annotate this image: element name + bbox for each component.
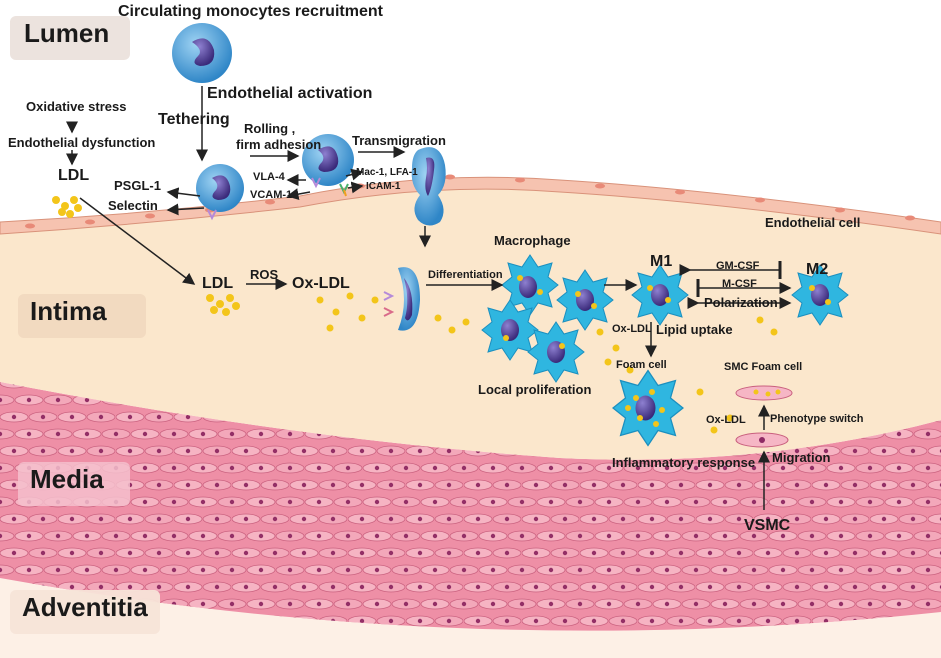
label-transmigration: Transmigration bbox=[352, 133, 446, 148]
region-label-media: Media bbox=[30, 464, 104, 494]
smc-foam-cell bbox=[735, 385, 793, 401]
label-foam-cell: Foam cell bbox=[616, 359, 667, 371]
endothelium bbox=[0, 176, 941, 235]
label-firm-adhesion: firm adhesion bbox=[236, 137, 322, 152]
lipid-droplets bbox=[52, 196, 831, 434]
label-endothelial-dysfunction: Endothelial dysfunction bbox=[8, 135, 156, 150]
label-m-csf: M-CSF bbox=[722, 278, 757, 290]
label-endothelial-cell: Endothelial cell bbox=[765, 215, 861, 230]
label-migration: Migration bbox=[772, 450, 831, 465]
label-m1: M1 bbox=[650, 253, 673, 270]
label-oxldl-uptake: Ox-LDL bbox=[612, 323, 652, 335]
label-vsmc: VSMC bbox=[744, 517, 791, 534]
label-gm-csf: GM-CSF bbox=[716, 260, 760, 272]
label-icam1: ICAM-1 bbox=[366, 181, 401, 192]
label-lipid-uptake: Lipid uptake bbox=[656, 322, 733, 337]
label-polarization: Polarization bbox=[704, 295, 778, 310]
label-vcam1: VCAM-1 bbox=[250, 189, 293, 201]
label-phenotype-switch: Phenotype switch bbox=[770, 413, 864, 425]
label-ldl-intima: LDL bbox=[202, 275, 234, 292]
macrophage-cluster bbox=[481, 254, 849, 447]
label-oxldl-smc: Ox-LDL bbox=[706, 414, 746, 426]
label-vla4: VLA-4 bbox=[253, 171, 285, 183]
region-label-intima: Intima bbox=[30, 296, 107, 326]
label-mac1-lfa1: Mac-1, LFA-1 bbox=[356, 167, 418, 178]
label-endothelial-activation: Endothelial activation bbox=[207, 85, 373, 102]
label-tethering: Tethering bbox=[158, 111, 230, 128]
label-rolling: Rolling , bbox=[244, 121, 296, 136]
label-ros: ROS bbox=[250, 267, 279, 282]
label-inflammatory-response: Inflammatory response bbox=[612, 455, 756, 470]
region-label-adventitia: Adventitia bbox=[22, 592, 148, 622]
label-psgl1: PSGL-1 bbox=[114, 178, 161, 193]
label-macrophage: Macrophage bbox=[494, 233, 571, 248]
label-ldl-lumen: LDL bbox=[58, 167, 90, 184]
label-local-proliferation: Local proliferation bbox=[478, 382, 592, 397]
label-oxldl: Ox-LDL bbox=[292, 275, 350, 292]
intima-layer bbox=[0, 187, 941, 460]
adventitia-layer bbox=[0, 560, 941, 658]
region-label-lumen: Lumen bbox=[24, 18, 110, 48]
label-differentiation: Differentiation bbox=[428, 269, 503, 281]
label-circulating-monocytes: Circulating monocytes recruitment bbox=[118, 3, 383, 20]
label-selectin: Selectin bbox=[108, 198, 158, 213]
label-m2: M2 bbox=[806, 261, 829, 278]
label-oxidative-stress: Oxidative stress bbox=[26, 99, 127, 114]
label-smc-foam-cell: SMC Foam cell bbox=[724, 361, 803, 373]
